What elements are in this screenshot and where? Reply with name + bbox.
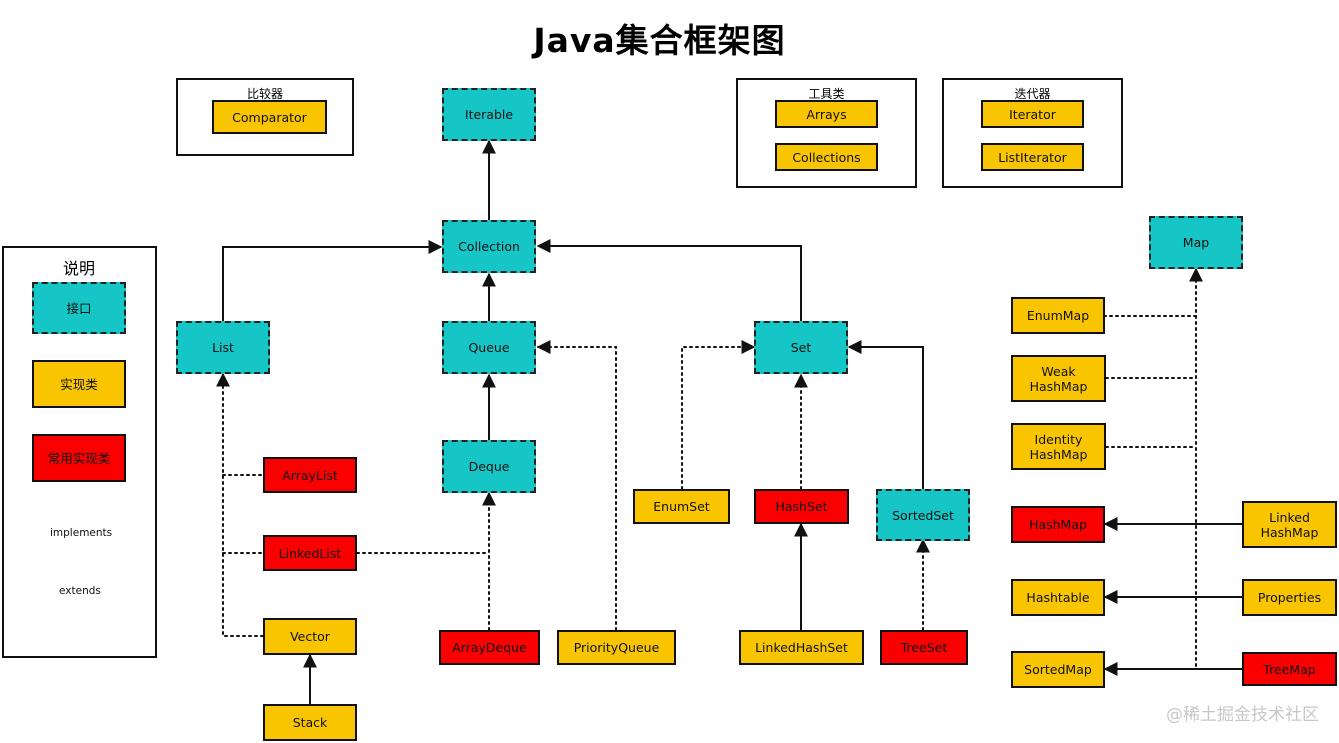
node-arrays: Arrays bbox=[775, 100, 878, 128]
legend-common-impl-swatch: 常用实现类 bbox=[32, 434, 126, 482]
node-list-iterator: ListIterator bbox=[981, 143, 1084, 171]
node-priority-queue: PriorityQueue bbox=[557, 630, 676, 665]
node-stack: Stack bbox=[263, 704, 357, 741]
node-tree-set: TreeSet bbox=[880, 630, 968, 665]
node-array-deque: ArrayDeque bbox=[439, 630, 540, 665]
node-linked-hash-map: Linked HashMap bbox=[1242, 501, 1337, 548]
node-linked-list: LinkedList bbox=[263, 535, 357, 571]
node-iterator: Iterator bbox=[981, 100, 1084, 128]
node-hash-map: HashMap bbox=[1011, 506, 1105, 543]
node-linked-hash-set: LinkedHashSet bbox=[739, 630, 864, 665]
node-sorted-map: SortedMap bbox=[1011, 651, 1105, 688]
edge-sortedset-set bbox=[847, 340, 924, 489]
watermark: @稀土掘金技术社区 bbox=[1166, 705, 1319, 725]
legend-implements-label: implements bbox=[49, 527, 114, 539]
legend-interface-swatch: 接口 bbox=[32, 282, 126, 334]
node-vector: Vector bbox=[263, 618, 357, 655]
utils-group: 工具类 bbox=[736, 78, 917, 188]
comparator-group-label: 比较器 bbox=[246, 87, 283, 101]
edge-vector-list bbox=[216, 372, 264, 637]
edge-priorityqueue-queue bbox=[536, 340, 617, 631]
node-map: Map bbox=[1149, 216, 1243, 269]
edge-set-collection bbox=[536, 239, 802, 321]
node-deque: Deque bbox=[442, 440, 536, 493]
node-weak-hash-map: Weak HashMap bbox=[1011, 355, 1106, 402]
node-identity-hash-map: Identity HashMap bbox=[1011, 423, 1106, 470]
node-sorted-set: SortedSet bbox=[876, 489, 970, 541]
node-iterable: Iterable bbox=[442, 88, 536, 141]
legend-impl-swatch: 实现类 bbox=[32, 360, 126, 408]
utils-group-label: 工具类 bbox=[808, 87, 845, 101]
node-collection: Collection bbox=[442, 220, 536, 273]
edge-enumset-set bbox=[681, 340, 756, 490]
diagram-title: Java集合框架图 bbox=[533, 21, 786, 60]
legend-extends-label: extends bbox=[58, 585, 102, 597]
node-comparator: Comparator bbox=[212, 100, 327, 134]
node-set: Set bbox=[754, 321, 848, 374]
iterators-group: 迭代器 bbox=[942, 78, 1123, 188]
edge-list-collection bbox=[222, 240, 443, 321]
node-hash-set: HashSet bbox=[754, 489, 849, 524]
node-tree-map: TreeMap bbox=[1242, 652, 1337, 686]
node-list: List bbox=[176, 321, 270, 374]
node-enum-map: EnumMap bbox=[1011, 297, 1105, 334]
legend-title: 说明 bbox=[62, 259, 95, 278]
node-collections: Collections bbox=[775, 143, 878, 171]
node-hashtable: Hashtable bbox=[1011, 579, 1105, 616]
node-enum-set: EnumSet bbox=[633, 489, 730, 524]
node-queue: Queue bbox=[442, 321, 536, 374]
iterators-group-label: 迭代器 bbox=[1014, 87, 1051, 101]
node-properties: Properties bbox=[1242, 579, 1337, 616]
node-array-list: ArrayList bbox=[263, 457, 357, 493]
